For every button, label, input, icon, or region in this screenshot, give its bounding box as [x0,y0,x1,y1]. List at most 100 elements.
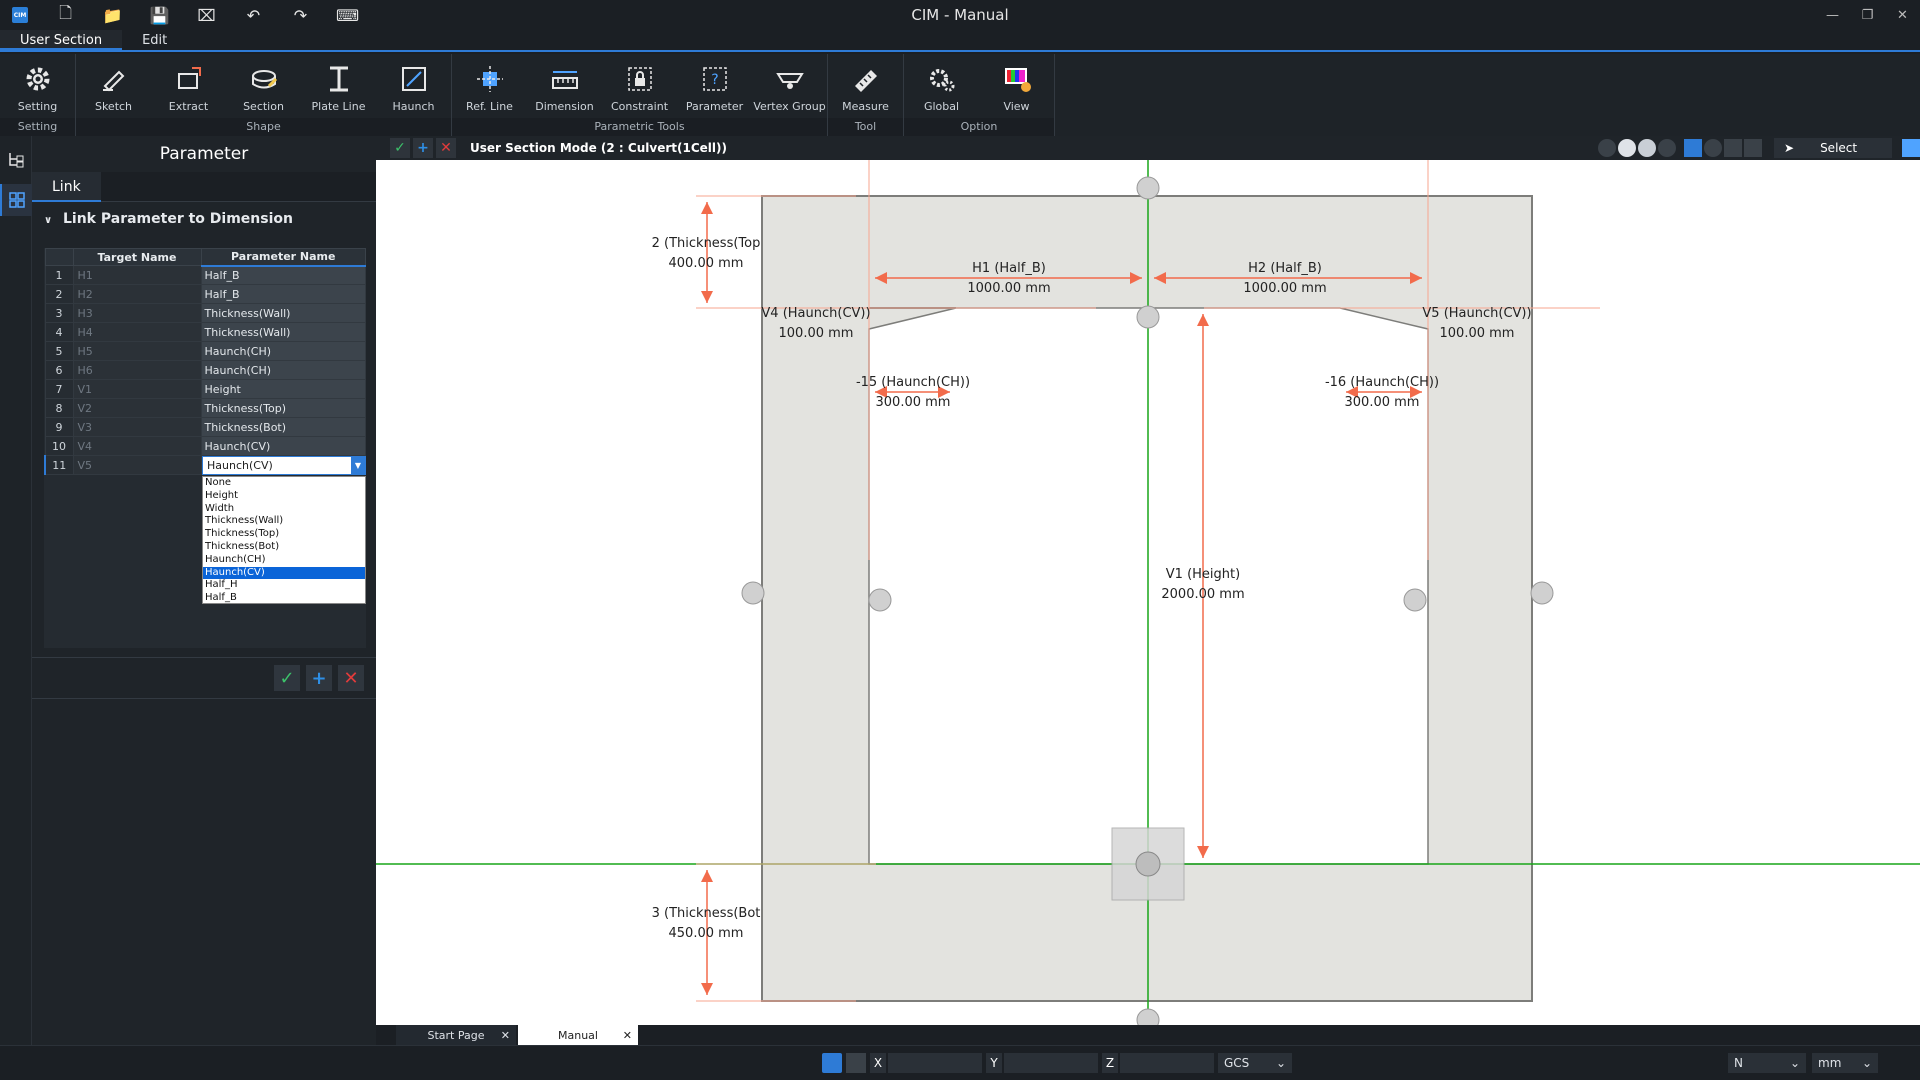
snap-icon[interactable] [822,1053,842,1073]
close-tab-icon[interactable]: ✕ [622,1028,632,1042]
tab-start-page[interactable]: Start Page✕ [396,1025,516,1045]
haunch-button[interactable]: Haunch [376,54,451,118]
plus-icon[interactable]: + [413,138,433,158]
dropdown-option[interactable]: Haunch(CH) [205,553,266,565]
render-solid-icon[interactable] [1638,139,1656,157]
open-folder-icon[interactable]: 📁 [102,5,123,25]
restore-icon[interactable]: ❐ [1861,7,1874,23]
dropdown-option[interactable]: Height [205,489,239,501]
close-icon[interactable]: ✕ [1897,7,1908,23]
parameter-name-cell[interactable]: Height [200,379,366,399]
parameter-panel-icon[interactable] [0,184,32,216]
constraint-button[interactable]: Constraint [602,54,677,118]
dropdown-option[interactable]: Half_B [205,592,237,604]
handle-bottom[interactable] [1136,1008,1160,1025]
save-icon[interactable]: 💾 [149,5,170,25]
lock-icon[interactable] [1135,851,1161,877]
setting-button[interactable]: Setting [0,54,75,118]
cancel-button[interactable]: ✕ [338,665,364,691]
section-header-link-parameter[interactable]: ∨ Link Parameter to Dimension [44,211,293,227]
tab-link[interactable]: Link [32,172,101,202]
viewport[interactable]: ✓ + ✕ User Section Mode (2 : Culvert(1Ce… [376,136,1920,1025]
parameter-name-cell[interactable]: Thickness(Wall) [200,303,366,323]
dropdown-option[interactable]: Half_H [205,579,238,591]
coordinate-system-combo[interactable]: GCS⌄ [1218,1053,1292,1073]
keyboard-icon[interactable]: ⌨ [335,5,360,25]
x-icon[interactable]: ✕ [436,138,456,158]
minimize-icon[interactable]: — [1826,7,1839,23]
undo-icon[interactable]: ↶ [246,5,261,25]
render-shade-icon[interactable] [1618,139,1636,157]
close-tab-icon[interactable]: ✕ [500,1028,510,1042]
tab-user-section[interactable]: User Section [0,30,123,50]
dropdown-option[interactable]: Thickness(Wall) [205,515,284,527]
new-file-icon[interactable]: 🗋 [59,2,72,22]
apply-button[interactable]: ✓ [274,665,300,691]
parameter-name-cell[interactable]: Thickness(Bot) [200,417,366,437]
plate-line-button[interactable]: Plate Line [301,54,376,118]
dropdown-option[interactable]: Thickness(Top) [205,528,280,540]
global-button[interactable]: Global [904,54,979,118]
handle-left-inner[interactable] [868,588,892,612]
handle-right-outer[interactable] [1530,581,1554,605]
dropdown-option[interactable]: None [205,477,232,488]
select-mode-combo[interactable]: ➤Select [1774,138,1892,158]
parameter-name-cell[interactable]: Haunch(CH) [200,341,366,361]
drawing-canvas[interactable]: 2 (Thickness(Top 400.00 mm H1 (Half_B) 1… [376,160,1920,1025]
cube-view-icon[interactable] [1902,139,1920,157]
parameter-name-cell[interactable]: Haunch(CV) [200,436,366,456]
parameter-dropdown[interactable]: Haunch(CV) ▼ [202,456,366,475]
sketch-button[interactable]: Sketch [76,54,151,118]
dropdown-option[interactable]: Haunch(CV) [203,566,365,580]
extract-button[interactable]: Extract [151,54,226,118]
redo-icon[interactable]: ↷ [293,5,308,25]
parameter-name-cell[interactable]: Thickness(Top) [200,398,366,418]
length-unit-combo[interactable]: mm⌄ [1812,1053,1878,1073]
dimension-button[interactable]: Dimension [527,54,602,118]
ortho-icon[interactable] [846,1053,866,1073]
parameter-name-cell[interactable]: Haunch(CH) [200,360,366,380]
view-button[interactable]: View [979,54,1054,118]
select-circle-icon[interactable] [1704,139,1722,157]
parameter-name-cell[interactable]: Half_B [200,284,366,304]
handle-left-outer[interactable] [741,581,765,605]
add-button[interactable]: + [306,665,332,691]
z-coord-field[interactable] [1120,1053,1214,1073]
vertex-group-button[interactable]: Vertex Group [752,54,827,118]
render-hidden-icon[interactable] [1658,139,1676,157]
parameter-name-cell[interactable]: Thickness(Wall) [200,322,366,342]
tab-manual[interactable]: Manual✕ [518,1025,638,1045]
measure-button[interactable]: Measure [828,54,903,118]
handle-top[interactable] [1136,176,1160,200]
tree-view-icon[interactable] [0,144,32,176]
handles[interactable] [741,176,1554,1025]
select-box-icon[interactable] [1684,139,1702,157]
parameter-button[interactable]: ? Parameter [677,54,752,118]
ref-line-button[interactable]: Ref. Line [452,54,527,118]
x-coord-field[interactable] [888,1053,982,1073]
dropdown-arrow-icon[interactable]: ▼ [351,457,365,474]
force-unit-combo[interactable]: N⌄ [1728,1053,1806,1073]
confirm-icon[interactable]: ✓ [390,138,410,158]
tab-edit[interactable]: Edit [142,33,168,48]
y-coord-field[interactable] [1004,1053,1098,1073]
dropdown-option[interactable]: Thickness(Bot) [205,540,280,552]
section-button[interactable]: Section [226,54,301,118]
handle-right-inner[interactable] [1403,588,1427,612]
select-freehand-icon[interactable] [1744,139,1762,157]
select-polygon-icon[interactable] [1724,139,1742,157]
render-wire-icon[interactable] [1598,139,1616,157]
dropdown-option[interactable]: Width [205,502,235,514]
handle-mid[interactable] [1136,305,1160,329]
parameter-name-cell[interactable]: Half_B [200,265,366,285]
